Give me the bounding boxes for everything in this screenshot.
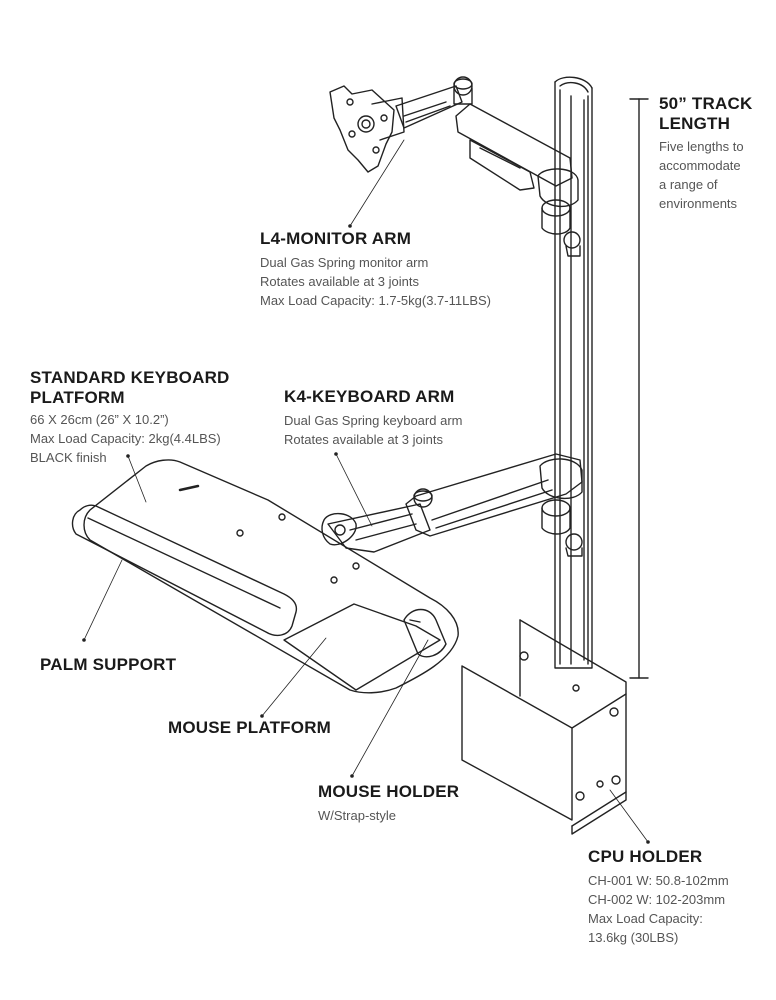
keyboard-arm-title: K4-KEYBOARD ARM	[284, 387, 455, 406]
monitor-arm-description: Dual Gas Spring monitor arm Rotates avai…	[260, 253, 491, 310]
mouse-platform-label: MOUSE PLATFORM	[168, 718, 332, 737]
mouse-holder-description: W/Strap-style	[318, 806, 459, 825]
keyboard-platform-drawing	[71, 459, 459, 694]
track-title-line: LENGTH	[659, 114, 731, 133]
mouse-holder-label: MOUSE HOLDER W/Strap-style	[318, 782, 459, 825]
track-desc-line: Five lengths to	[659, 139, 744, 154]
cpu-holder-drawing	[461, 619, 627, 835]
leader-lines	[83, 139, 649, 843]
monitor-arm-label: L4-MONITOR ARM Dual Gas Spring monitor a…	[260, 229, 491, 310]
track-title-line: 50” TRACK	[659, 94, 753, 113]
keyboard-platform-title-line: STANDARD KEYBOARD	[30, 368, 230, 387]
vertical-track	[554, 76, 593, 669]
cpu-holder-description: CH-001 W: 50.8-102mm CH-002 W: 102-203mm…	[588, 871, 729, 947]
track-label: 50” TRACK LENGTH Five lengths to accommo…	[659, 94, 752, 213]
monitor-arm-title: L4-MONITOR ARM	[260, 229, 412, 248]
track-desc-line: environments	[659, 196, 738, 211]
monitor-arm-desc-line: Dual Gas Spring monitor arm	[260, 255, 429, 270]
keyboard-arm-drawing	[321, 453, 583, 557]
keyboard-arm-label: K4-KEYBOARD ARM Dual Gas Spring keyboard…	[284, 387, 462, 449]
track-dimension-line	[629, 98, 649, 679]
cpu-holder-label: CPU HOLDER CH-001 W: 50.8-102mm CH-002 W…	[588, 847, 729, 947]
track-title: 50” TRACK LENGTH	[659, 94, 752, 134]
monitor-arm-drawing	[329, 76, 581, 257]
track-description: Five lengths to accommodate a range of e…	[659, 137, 752, 213]
track-desc-line: a range of	[659, 177, 718, 192]
keyboard-platform-title: STANDARD KEYBOARD PLATFORM	[30, 368, 230, 408]
palm-support-label: PALM SUPPORT	[40, 655, 177, 674]
keyboard-platform-label: STANDARD KEYBOARD PLATFORM 66 X 26cm (26…	[30, 368, 230, 467]
cpu-holder-desc-line: CH-002 W: 102-203mm	[588, 892, 726, 907]
keyboard-platform-description: 66 X 26cm (26” X 10.2”) Max Load Capacit…	[30, 410, 230, 467]
leader-dots	[82, 224, 650, 844]
keyboard-arm-desc-line: Rotates available at 3 joints	[284, 432, 443, 447]
monitor-arm-desc-line: Max Load Capacity: 1.7-5kg(3.7-11LBS)	[260, 293, 491, 308]
cpu-holder-title: CPU HOLDER	[588, 847, 703, 866]
cpu-holder-desc-line: CH-001 W: 50.8-102mm	[588, 873, 729, 888]
keyboard-platform-desc-line: Max Load Capacity: 2kg(4.4LBS)	[30, 431, 221, 446]
mouse-holder-desc-line: W/Strap-style	[318, 808, 397, 823]
keyboard-arm-description: Dual Gas Spring keyboard arm Rotates ava…	[284, 411, 462, 449]
monitor-arm-desc-line: Rotates available at 3 joints	[260, 274, 419, 289]
keyboard-platform-title-line: PLATFORM	[30, 388, 125, 407]
cpu-holder-desc-line: 13.6kg (30LBS)	[588, 930, 679, 945]
cpu-holder-desc-line: Max Load Capacity:	[588, 911, 703, 926]
track-desc-line: accommodate	[659, 158, 741, 173]
keyboard-platform-desc-line: BLACK finish	[30, 450, 107, 465]
keyboard-arm-desc-line: Dual Gas Spring keyboard arm	[284, 413, 463, 428]
keyboard-platform-desc-line: 66 X 26cm (26” X 10.2”)	[30, 412, 169, 427]
mouse-holder-title: MOUSE HOLDER	[318, 782, 460, 801]
